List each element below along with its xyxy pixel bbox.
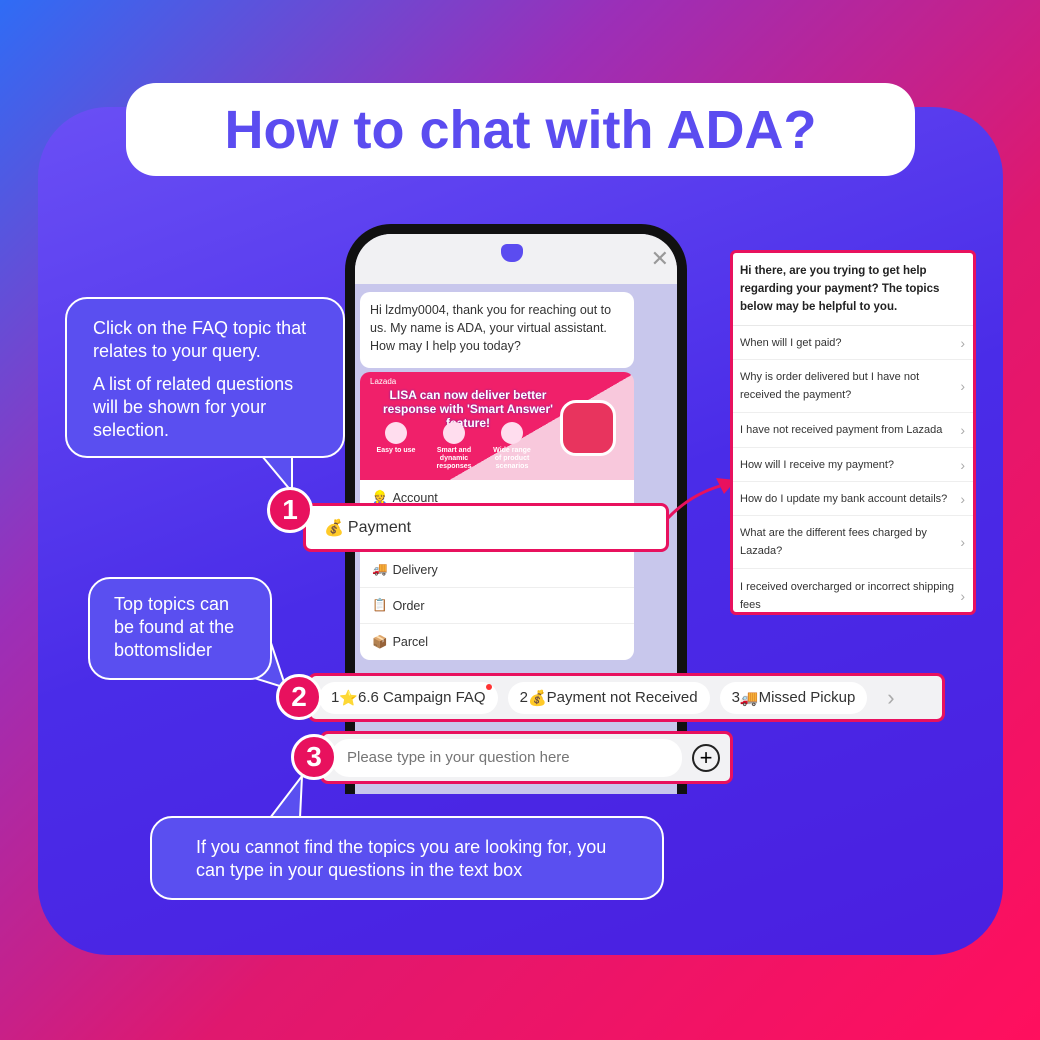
banner-feature-label: Smart and dynamic responses [436, 447, 472, 470]
question-item[interactable]: When will I get paid?› [733, 326, 973, 360]
notification-dot [485, 683, 492, 690]
payment-topic-highlight[interactable]: 💰Payment [303, 503, 669, 552]
step-badge-3: 3 [291, 734, 337, 780]
banner-feature: Easy to use [374, 422, 418, 471]
slider-chip[interactable]: 3🚚Missed Pickup [719, 681, 868, 714]
mascot-icon [560, 400, 616, 456]
question-input-box: + [320, 731, 733, 784]
easy-to-use-icon [385, 422, 407, 444]
add-icon[interactable]: + [692, 743, 720, 772]
slider-chip[interactable]: 1⭐6.6 Campaign FAQ [319, 681, 498, 714]
banner-feature: Wide range of product scenarios [490, 422, 534, 471]
question-item[interactable]: How do I update my bank account details?… [733, 482, 973, 516]
close-icon[interactable]: ✕ [650, 246, 669, 271]
callout-text: A list of related questions will be show… [93, 374, 294, 440]
question-item[interactable]: How will I receive my payment?› [733, 448, 973, 482]
topic-parcel[interactable]: 📦Parcel [372, 634, 429, 650]
callout-text: Click on the FAQ topic that relates to y… [93, 318, 307, 361]
shopping-bag-icon [501, 422, 523, 444]
question-item[interactable]: What are the different fees charged by L… [733, 516, 973, 569]
top-topics-slider[interactable]: 1⭐6.6 Campaign FAQ 2💰Payment not Receive… [308, 673, 945, 722]
callout-slider: Top topics can be found at the bottomsli… [88, 577, 272, 680]
panel-header: Hi there, are you trying to get help reg… [733, 253, 973, 326]
chat-bubble-icon [443, 422, 465, 444]
payment-questions-panel: Hi there, are you trying to get help reg… [730, 250, 976, 615]
bot-avatar-icon [501, 244, 523, 262]
banner-brand: Lazada [370, 377, 397, 386]
topic-order[interactable]: 📋Order [360, 588, 634, 624]
banner-headline: LISA can now deliver better response wit… [383, 388, 553, 430]
chevron-right-icon[interactable]: › [887, 684, 895, 710]
callout-faq: Click on the FAQ topic that relates to y… [65, 297, 345, 458]
step-badge-1: 1 [267, 487, 313, 533]
banner-feature-label: Wide range of product scenarios [493, 447, 531, 470]
banner-feature-label: Easy to use [376, 447, 416, 454]
slider-chip[interactable]: 2💰Payment not Received [507, 681, 710, 714]
page-title: How to chat with ADA? [126, 83, 915, 176]
greeting-message: Hi lzdmy0004, thank you for reaching out… [360, 292, 634, 368]
promo-banner[interactable]: Lazada LISA can now deliver better respo… [360, 372, 634, 480]
topic-delivery[interactable]: 🚚Delivery [360, 552, 634, 588]
chat-header: ✕ [355, 234, 677, 284]
question-input[interactable] [331, 738, 682, 777]
question-item[interactable]: I have not received payment from Lazada› [733, 413, 973, 448]
question-item[interactable]: Why is order delivered but I have not re… [733, 360, 973, 413]
callout-textbox: If you cannot find the topics you are lo… [150, 816, 664, 900]
question-item[interactable]: I received overcharged or incorrect ship… [740, 580, 965, 611]
banner-feature: Smart and dynamic responses [432, 422, 476, 471]
step-badge-2: 2 [276, 674, 322, 720]
